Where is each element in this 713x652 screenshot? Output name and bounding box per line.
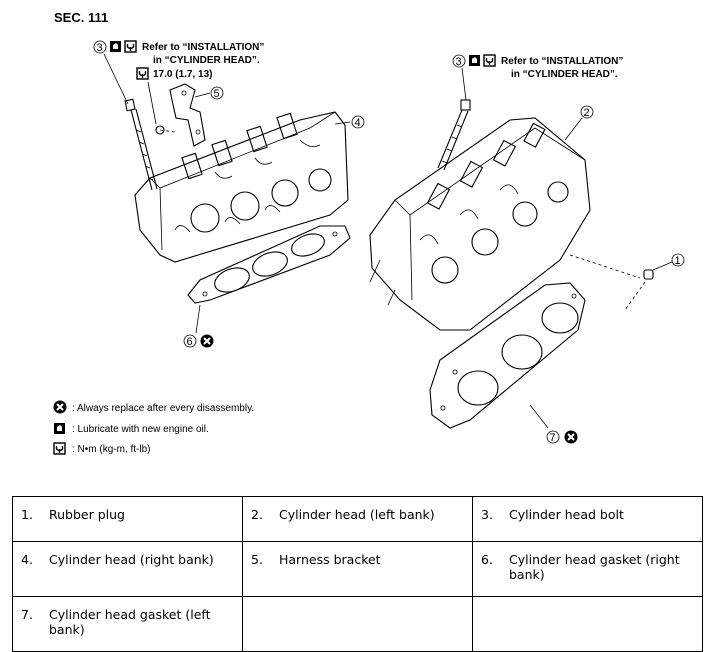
part-number: 1. [21,507,33,522]
table-cell: 3. Cylinder head bolt [472,496,703,542]
callout-left: 3 Refer to “INSTALLATION” in “CYLINDER H… [93,40,264,80]
oil-icon [469,55,480,66]
cylinder-head-gasket-left-bank: 7 [429,282,586,445]
replace-icon [52,399,68,415]
replace-icon [199,333,215,349]
part-name: Harness bracket [279,552,381,567]
section-label: SEC. 111 [54,10,108,25]
part-number: 2. [251,507,263,522]
part-number: 6. [481,552,493,567]
table-cell [242,596,473,652]
cylinder-head-gasket-right-bank: 6 [183,225,351,349]
part-number: 4. [21,552,33,567]
harness-bracket: 5 [147,81,224,147]
callout-right-line1: Refer to “INSTALLATION” [501,56,623,67]
table-row: 7. Cylinder head gasket (left bank) [12,596,703,652]
part-name: Rubber plug [49,507,125,522]
cylinder-head-right-bank: 4 [134,111,365,263]
parts-table: 1. Rubber plug 2. Cylinder head (left bank… [12,496,703,652]
callout-3-left: 3 [97,42,103,54]
callout-5: 5 [214,88,220,100]
legend-torque: : N•m (kg-m, ft-lb) [72,444,151,455]
callout-left-line2: in “CYLINDER HEAD”. [153,55,260,66]
part-name: Cylinder head (right bank) [49,552,214,567]
callout-6: 6 [187,336,193,348]
rubber-plug: 1 [569,253,685,311]
part-number: 3. [481,507,493,522]
table-cell: 1. Rubber plug [12,496,243,542]
table-row: 4. Cylinder head (right bank) 5. Harness b… [12,541,703,597]
callout-right: 3 Refer to “INSTALLATION” in “CYLINDER H… [452,54,623,80]
callout-4: 4 [355,117,361,129]
torque-icon [483,54,496,67]
callout-right-line2: in “CYLINDER HEAD”. [511,69,618,80]
part-name: Cylinder head gasket (left bank) [49,607,211,637]
table-cell: 6. Cylinder head gasket (right bank) [472,541,703,597]
table-cell [472,596,703,652]
cylinder-head-bolt-left [103,53,158,191]
table-cell: 4. Cylinder head (right bank) [12,541,243,597]
torque-icon [136,67,149,80]
legend-oil: : Lubricate with new engine oil. [72,424,209,435]
legend-replace: : Always replace after every disassembly… [72,403,254,414]
part-name: Cylinder head gasket (right bank) [509,552,680,582]
table-cell: 2. Cylinder head (left bank) [242,496,473,542]
torque-icon [124,40,137,53]
callout-3-right: 3 [456,56,462,68]
callout-7: 7 [550,432,556,444]
oil-icon [54,423,65,434]
part-name: Cylinder head bolt [509,507,624,522]
replace-icon [563,429,579,445]
part-name: Cylinder head (left bank) [279,507,435,522]
part-number: 7. [21,607,33,622]
table-row: 1. Rubber plug 2. Cylinder head (left bank… [12,496,703,542]
cylinder-head-bolt-right [437,67,471,171]
callout-left-line1: Refer to “INSTALLATION” [142,42,264,53]
callout-1: 1 [675,255,681,267]
table-cell: 7. Cylinder head gasket (left bank) [12,596,243,652]
cylinder-head-left-bank: 2 [369,105,594,331]
table-cell: 5. Harness bracket [242,541,473,597]
torque-icon [53,442,66,455]
exploded-diagram: SEC. 111 3 Refer to “INSTALLATION” in “C… [52,10,685,455]
oil-icon [110,41,121,52]
callout-2: 2 [584,107,590,119]
callout-left-torque: 17.0 (1.7, 13) [153,69,212,80]
legend: : Always replace after every disassembly… [52,399,254,455]
part-number: 5. [251,552,263,567]
